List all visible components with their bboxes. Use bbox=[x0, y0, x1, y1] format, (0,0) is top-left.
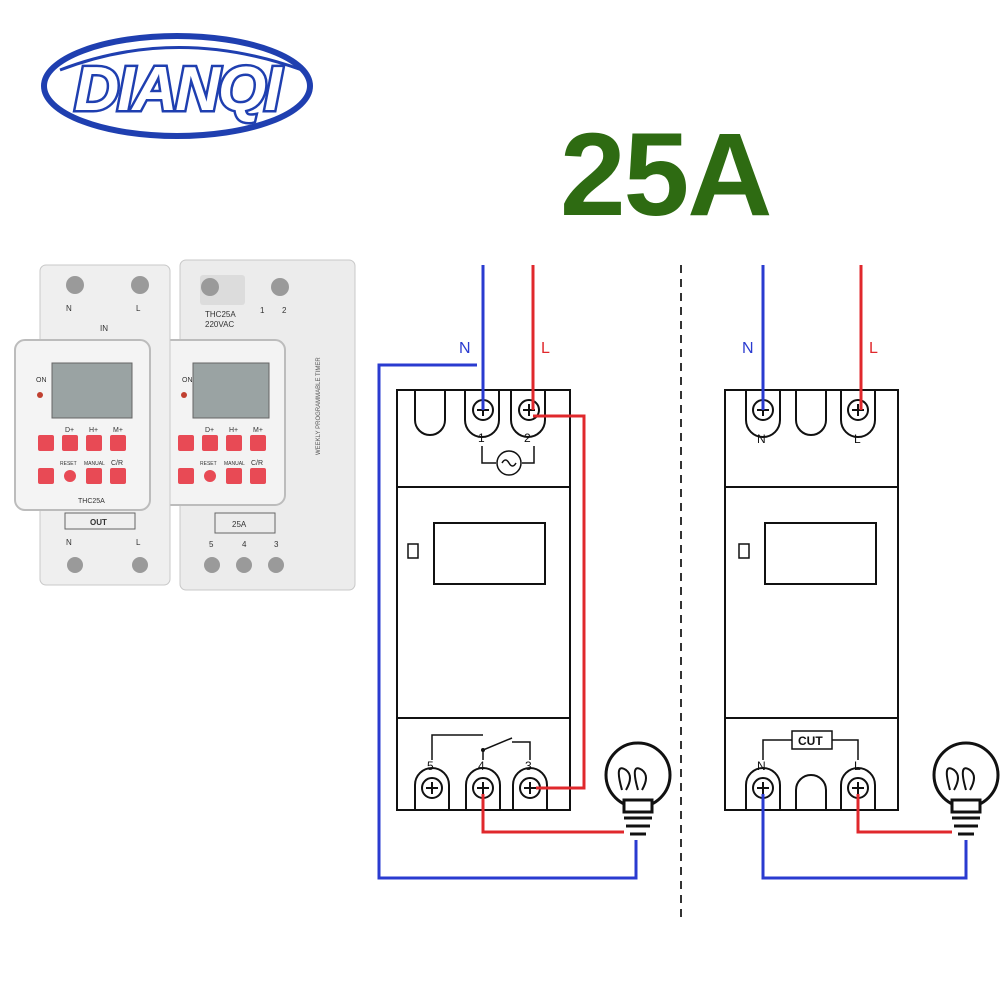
button-label: RESET bbox=[60, 461, 77, 467]
screw-icon bbox=[268, 557, 284, 573]
button-grid bbox=[38, 435, 126, 484]
neutral-label: N bbox=[742, 340, 754, 357]
terminal-label: 4 bbox=[242, 540, 247, 549]
terminal-number: 3 bbox=[525, 759, 532, 773]
terminal-label: 3 bbox=[274, 540, 279, 549]
led-outline bbox=[738, 543, 750, 559]
on-indicator-label: ON bbox=[182, 377, 193, 384]
line-wire bbox=[856, 794, 952, 834]
terminal-label: 2 bbox=[282, 306, 287, 315]
timer-unit-left: N L IN ON D+ H+ M+ RESET MANUAL C/R THC2… bbox=[14, 264, 171, 586]
current-rating: 25A bbox=[560, 109, 772, 241]
terminal-label: L bbox=[854, 432, 861, 446]
button-label: D+ bbox=[205, 427, 214, 434]
screw-icon bbox=[204, 557, 220, 573]
wiring-diagram-right: N L CUT N L N L bbox=[724, 265, 1000, 880]
led-icon bbox=[181, 392, 187, 398]
line-label: L bbox=[541, 340, 550, 357]
button-label: MANUAL bbox=[224, 461, 245, 467]
terminal-label: 5 bbox=[209, 540, 214, 549]
terminal-label: N bbox=[66, 538, 72, 547]
wiring-diagram-left: 1 2 5 4 3 N L bbox=[377, 265, 672, 880]
button-label: H+ bbox=[229, 427, 238, 434]
brand-logo: DIANQI bbox=[41, 33, 313, 139]
in-caption: IN bbox=[100, 324, 108, 333]
terminal-number: 4 bbox=[478, 759, 485, 773]
logo-swoosh bbox=[59, 46, 303, 72]
lcd-display bbox=[51, 362, 133, 419]
timer-outline bbox=[396, 389, 571, 811]
side-label: WEEKLY PROGRAMMABLE TIMER bbox=[316, 357, 322, 455]
button-label: C/R bbox=[251, 460, 263, 467]
logo-ring bbox=[41, 33, 313, 139]
rating-tag: 25A bbox=[232, 520, 247, 529]
screw-icon bbox=[66, 276, 84, 294]
terminal-label: 1 bbox=[260, 306, 265, 315]
neutral-wire bbox=[761, 794, 968, 880]
terminal-label: N bbox=[757, 759, 766, 773]
screw-icon bbox=[67, 557, 83, 573]
screw-icon bbox=[131, 276, 149, 294]
lcd-display bbox=[192, 362, 270, 419]
voltage-label: 220VAC bbox=[205, 320, 234, 329]
lightbulb-icon bbox=[604, 741, 672, 836]
line-wire bbox=[481, 794, 624, 834]
button-label: RESET bbox=[200, 461, 217, 467]
led-icon bbox=[37, 392, 43, 398]
terminal-number: 1 bbox=[478, 431, 485, 445]
model-label: THC25A bbox=[78, 498, 105, 505]
button-label: M+ bbox=[113, 427, 123, 434]
terminal-number: 2 bbox=[524, 431, 531, 445]
terminal-label: L bbox=[854, 759, 861, 773]
model-label: THC25A bbox=[205, 310, 236, 319]
button-label: M+ bbox=[253, 427, 263, 434]
display-outline bbox=[433, 522, 546, 585]
line-label: L bbox=[869, 340, 878, 357]
neutral-label: N bbox=[459, 340, 471, 357]
cut-box bbox=[791, 730, 833, 750]
out-caption: OUT bbox=[90, 518, 107, 527]
led-outline bbox=[407, 543, 419, 559]
logo-text: DIANQI bbox=[75, 55, 284, 124]
terminal-label: N bbox=[757, 432, 766, 446]
terminal-label: N bbox=[66, 304, 72, 313]
button-label: C/R bbox=[111, 460, 123, 467]
button-label: D+ bbox=[65, 427, 74, 434]
on-indicator-label: ON bbox=[36, 377, 47, 384]
button-label: H+ bbox=[89, 427, 98, 434]
line-wire bbox=[533, 414, 586, 790]
button-grid bbox=[178, 435, 266, 484]
button-label: MANUAL bbox=[84, 461, 105, 467]
screw-icon bbox=[271, 278, 289, 296]
display-outline bbox=[764, 522, 877, 585]
terminal-number: 5 bbox=[427, 759, 434, 773]
neutral-wire bbox=[377, 363, 638, 880]
cut-label: CUT bbox=[798, 734, 823, 748]
screw-icon bbox=[236, 557, 252, 573]
terminal-label: L bbox=[136, 538, 141, 547]
screw-icon bbox=[201, 278, 219, 296]
terminal-label: L bbox=[136, 304, 141, 313]
screw-icon bbox=[132, 557, 148, 573]
lightbulb-icon bbox=[932, 741, 1000, 836]
product-photo: THC25A 220VAC 1 2 WEEKLY PROGRAMMABLE TI… bbox=[14, 259, 356, 591]
